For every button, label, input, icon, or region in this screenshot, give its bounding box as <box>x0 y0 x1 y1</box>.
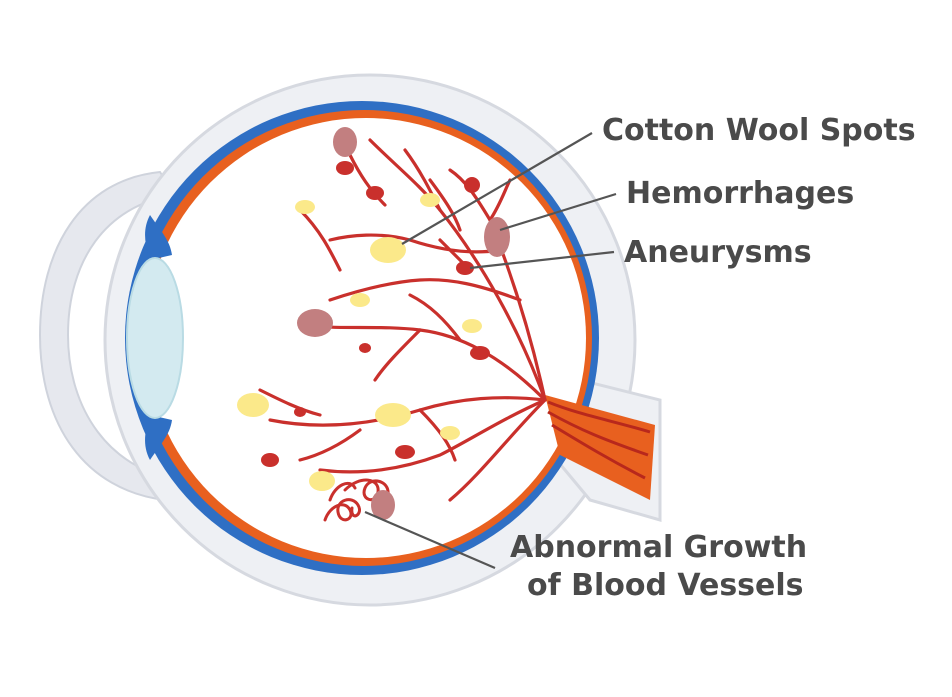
front-structures <box>126 215 184 460</box>
cotton-wool-spot <box>237 393 269 417</box>
hemorrhage <box>333 127 357 157</box>
leader-line-abnormal-growth <box>364 510 496 570</box>
aneurysm <box>464 177 480 193</box>
vessel <box>298 208 342 272</box>
aneurysm <box>366 186 384 200</box>
aneurysm <box>294 407 306 417</box>
hemorrhage <box>371 490 395 520</box>
vessel <box>348 153 387 207</box>
vessel <box>428 178 462 232</box>
aneurysm <box>336 161 354 175</box>
vessel <box>298 428 362 462</box>
leader-line-aneurysms <box>469 250 615 270</box>
vessel <box>373 328 422 382</box>
label-cotton-wool-spots: Cotton Wool Spots <box>602 113 916 148</box>
vessel <box>408 293 462 342</box>
cotton-wool-spots-group <box>237 193 482 491</box>
vessel <box>368 138 547 402</box>
tangled-vessel <box>328 481 357 502</box>
cotton-wool-spot <box>375 403 411 427</box>
vessel <box>328 278 522 302</box>
aneurysms-group <box>261 161 490 467</box>
label-abnormal-growth-line2: of Blood Vessels <box>527 568 804 603</box>
cotton-wool-spot <box>309 471 335 491</box>
vessel <box>258 388 322 417</box>
cotton-wool-spot <box>370 237 406 263</box>
lens <box>126 257 184 419</box>
optic-nerve-body <box>545 395 655 500</box>
hemorrhage <box>297 309 333 337</box>
aneurysm <box>395 445 415 459</box>
cotton-wool-spot <box>420 193 440 207</box>
vessel <box>318 398 547 474</box>
aneurysm <box>261 453 279 467</box>
tangled-vessel <box>343 478 390 502</box>
cotton-wool-spot <box>440 426 460 440</box>
tangled-vessel <box>323 498 361 522</box>
leader-line-hemorrhages <box>499 192 617 232</box>
label-abnormal-growth-line1: Abnormal Growth <box>510 530 807 565</box>
hemorrhages-group <box>297 127 510 520</box>
cotton-wool-spot <box>462 319 482 333</box>
eye-layers <box>125 101 599 575</box>
optic-nerve-vessel <box>547 400 651 434</box>
vitreous-interior <box>146 118 586 558</box>
leader-line-cotton-wool <box>401 132 593 245</box>
optic-nerve <box>545 395 655 500</box>
leader-lines <box>364 132 617 570</box>
label-aneurysms: Aneurysms <box>624 235 812 270</box>
iris-upper <box>145 215 172 260</box>
label-hemorrhages: Hemorrhages <box>626 176 854 211</box>
abnormal-vessel-growth <box>323 478 390 522</box>
vessel <box>448 398 547 502</box>
aneurysm <box>456 261 474 275</box>
aneurysm <box>470 346 490 360</box>
iris-lower <box>145 415 172 460</box>
cotton-wool-spot <box>295 200 315 214</box>
labels: Cotton Wool Spots Hemorrhages Aneurysms … <box>510 113 916 603</box>
hemorrhage <box>484 217 510 257</box>
aneurysm <box>359 343 371 353</box>
optic-nerve-vessel <box>551 423 646 480</box>
optic-nerve-vessel <box>547 410 649 457</box>
cotton-wool-spot <box>350 293 370 307</box>
